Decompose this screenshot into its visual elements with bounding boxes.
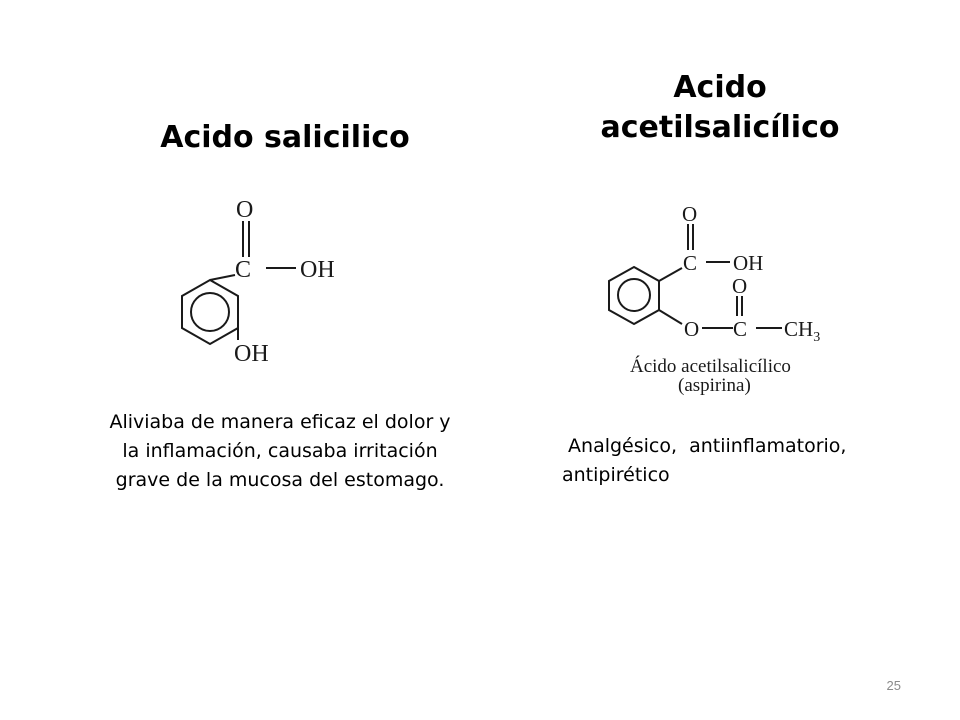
group-oh-phenol: OH (234, 341, 269, 367)
description-line: Aliviaba de manera eficaz el dolor y (109, 411, 451, 433)
bond-ring-carbon (209, 274, 236, 281)
salicylic-acid-structure: O C OH OH (181, 197, 335, 367)
bond-ring-carbon (658, 267, 683, 282)
acetylsalicylic-acid-structure: O C OH O O C CH3 Ácido acetilsalicílico … (608, 202, 820, 396)
description-line: la inflamación, causaba irritación (122, 440, 438, 462)
description-acetylsalicylic-acid: Analgésico, antiinflamatorio, antipiréti… (562, 432, 892, 490)
atom-c: C (235, 257, 251, 283)
title-acetylsalicylic-acid: Acido acetilsalicílico (520, 68, 920, 148)
title-line: Acido (673, 70, 767, 105)
structure-caption-aspirina: (aspirina) (678, 375, 751, 396)
atom-o: O (682, 202, 697, 226)
description-line: grave de la mucosa del estomago. (115, 469, 445, 491)
bond-ring-oxygen (658, 309, 683, 325)
group-ch3: CH3 (784, 317, 820, 345)
atom-c-ester: C (733, 317, 747, 341)
aromatic-circle (190, 292, 230, 332)
atom-c: C (683, 251, 697, 275)
group-oh: OH (733, 251, 763, 275)
page-number: 25 (886, 678, 901, 693)
aromatic-circle (617, 278, 651, 312)
ch3-subscript: 3 (813, 330, 820, 345)
atom-o-ester: O (684, 317, 699, 341)
ch3-main: CH (784, 317, 813, 341)
atom-o: O (236, 197, 253, 223)
description-line: antipirético (562, 464, 670, 486)
title-salicylic-acid: Acido salicilico (160, 120, 410, 155)
description-line: Analgésico, antiinflamatorio, (562, 435, 847, 457)
group-oh: OH (300, 257, 335, 283)
title-line: acetilsalicílico (600, 110, 840, 145)
benzene-ring (608, 265, 660, 326)
benzene-ring (181, 278, 239, 346)
description-salicylic-acid: Aliviaba de manera eficaz el dolor y la … (40, 408, 520, 495)
structure-caption: Ácido acetilsalicílico (630, 355, 791, 377)
atom-o-carbonyl: O (732, 274, 747, 298)
